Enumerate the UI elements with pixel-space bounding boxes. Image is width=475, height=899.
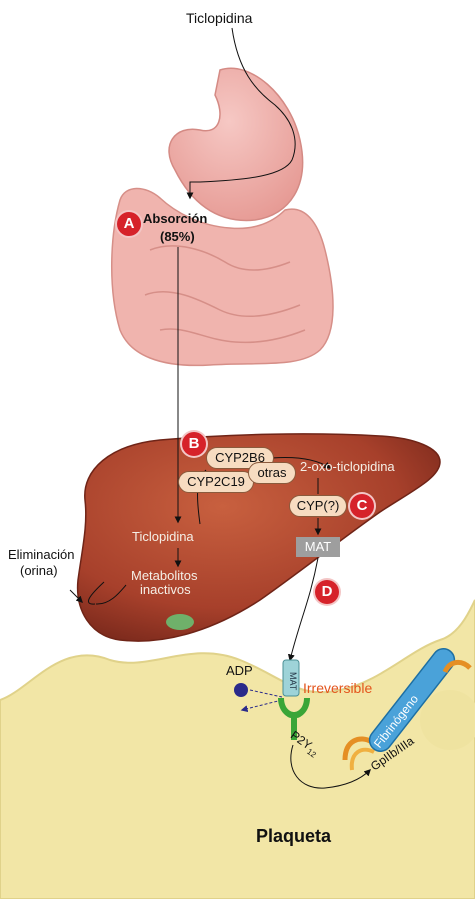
enzyme-others: otras [248,462,296,484]
irreversible-label: Irreversible [303,680,372,696]
enzyme-cyp-unknown: CYP(?) [289,495,347,517]
elimination-line1: Eliminación [8,547,74,562]
inactive-line2: inactivos [140,582,191,597]
elimination-line2: (orina) [20,563,58,578]
inactive-line1: Metabolitos [131,568,197,583]
adp-label: ADP [226,663,253,678]
stomach-shape [169,68,303,220]
mat-box: MAT [296,537,340,557]
absorption-label: Absorción [143,211,207,226]
absorption-percent: (85%) [160,229,195,244]
drug-name-top: Ticlopidina [186,10,252,26]
liver-drug-label: Ticlopidina [132,529,194,544]
badge-d: D [315,580,339,604]
mat-tag-label: MAT [288,672,298,690]
metabolite-label: 2-oxo-ticlopidina [300,459,395,474]
badge-b: B [182,432,206,456]
badge-c: C [350,494,374,518]
platelet-label: Plaqueta [256,826,331,847]
enzyme-cyp2c19: CYP2C19 [178,471,254,493]
adp-molecule [234,683,248,697]
gallbladder-shape [166,614,194,630]
badge-a: A [117,212,141,236]
